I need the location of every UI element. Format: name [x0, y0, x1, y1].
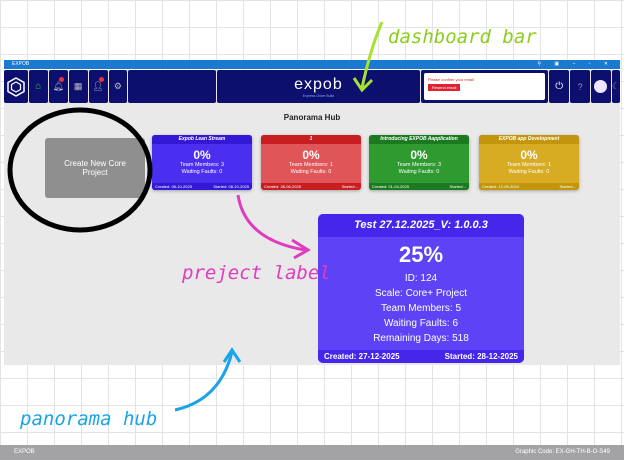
create-core-project-button[interactable]: Create New Core Project [45, 138, 145, 198]
resend-email-button[interactable]: Resend email [427, 84, 461, 91]
highlight-circle [7, 107, 153, 233]
started-date: Started: 08-10-2025 [213, 184, 249, 189]
window-controls[interactable]: ⚲ ▣ – ▫ ✕ [537, 61, 614, 67]
page-title: Panorama Hub [283, 113, 341, 122]
card-progress: 0% [520, 148, 538, 162]
project-label: Test 27.12.2025_V: 1.0.0.3 [318, 214, 524, 237]
started-date: Started: - [449, 184, 466, 189]
started-date: Started: - [341, 184, 358, 189]
annotation-project-label: preject label [182, 262, 331, 284]
created-date: Created: 08-10-2025 [155, 184, 192, 189]
remaining-days: Remaining Days: 518 [373, 333, 469, 344]
project-id: ID: 124 [404, 273, 438, 284]
help-icon[interactable]: ? [570, 70, 591, 103]
project-scale: Scale: Core+ Project [375, 288, 467, 299]
panorama-hub: Panorama Hub Create New Core Project Exp… [4, 103, 620, 365]
project-arrow-icon [236, 194, 311, 260]
card-title: EXPOB app Development [479, 135, 579, 144]
settings-gear-icon[interactable]: ⚙ [108, 70, 128, 103]
home-icon[interactable]: ⌂ [28, 70, 48, 103]
team-members: Team Members: 3 [396, 162, 441, 168]
card-title: Expob Lean Stream [152, 135, 252, 144]
created-date: Created: 12-05-2024 [482, 184, 519, 189]
dashboard-arrow-icon [352, 21, 384, 93]
annotation-panorama-hub: panorama hub [20, 408, 158, 430]
project-progress: 25% [398, 242, 444, 267]
card-title: Introducing EXPOB Aapplication [369, 135, 469, 144]
window-title-bar: EXPOB ⚲ ▣ – ▫ ✕ [4, 60, 620, 69]
notifications-bell-icon[interactable]: 🔔︎ [48, 70, 68, 103]
team-members: Team Members: 1 [506, 162, 551, 168]
waiting-faults: Waiting Faults: 0 [398, 169, 440, 175]
created-date: Created: 01-04-2025 [372, 184, 409, 189]
created-date: Created: 27-12-2025 [324, 352, 400, 361]
card-title: 1 [261, 135, 361, 144]
team-members: Team Members: 5 [380, 303, 462, 314]
footer: EXPOB Graphic Code: EX-GH-TH-B-O-S49 [0, 445, 624, 460]
power-icon[interactable]: ⏻ [549, 70, 570, 103]
featured-project-card[interactable]: Test 27.12.2025_V: 1.0.0.3 25% ID: 124 S… [318, 214, 524, 363]
card-progress: 0% [193, 148, 211, 162]
footer-brand: EXPOB [14, 449, 35, 455]
team-members: Team Members: 1 [288, 162, 333, 168]
created-date: Created: 28-06-2025 [264, 184, 301, 189]
waiting-faults: Waiting Faults: 0 [290, 169, 332, 175]
annotation-dashboard-bar: dashboard bar [388, 26, 537, 48]
waiting-faults: Waiting Faults: 6 [383, 318, 459, 329]
theme-toggle-icon[interactable]: ☾ [611, 70, 620, 103]
started-date: Started: - [559, 184, 576, 189]
card-progress: 0% [302, 148, 320, 162]
project-card[interactable]: Introducing EXPOB Aapplication 0%Team Mem… [369, 135, 469, 190]
user-avatar[interactable] [591, 70, 611, 103]
app-logo-icon[interactable] [4, 70, 28, 103]
card-progress: 0% [410, 148, 428, 162]
email-notice-text: Please confirm your email [427, 77, 474, 82]
hub-arrow-icon [174, 347, 242, 412]
graphic-code: Graphic Code: EX-GH-TH-B-O-S49 [515, 449, 610, 455]
window-title: EXPOB [12, 61, 30, 67]
started-date: Started: 28-12-2025 [444, 352, 518, 361]
team-members: Team Members: 3 [179, 162, 224, 168]
logo-text: expob [294, 75, 343, 93]
logo-subtitle: Express Order Build [302, 93, 335, 98]
calendar-icon[interactable]: ▦ [68, 70, 88, 103]
waiting-faults: Waiting Faults: 0 [508, 169, 550, 175]
nav-spacer [128, 70, 216, 103]
team-requests-icon[interactable]: 👤︎ [88, 70, 108, 103]
waiting-faults: Waiting Faults: 0 [181, 169, 223, 175]
